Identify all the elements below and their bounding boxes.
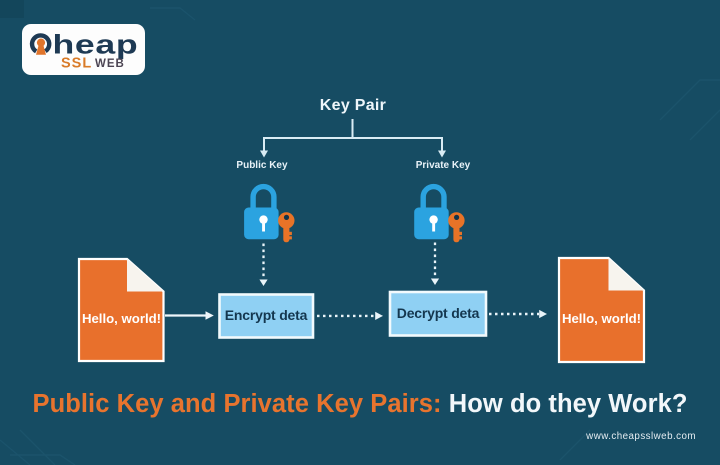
svg-text:SSL: SSL [61,56,92,72]
svg-text:heap: heap [53,29,139,60]
svg-text:WEB: WEB [95,58,125,70]
